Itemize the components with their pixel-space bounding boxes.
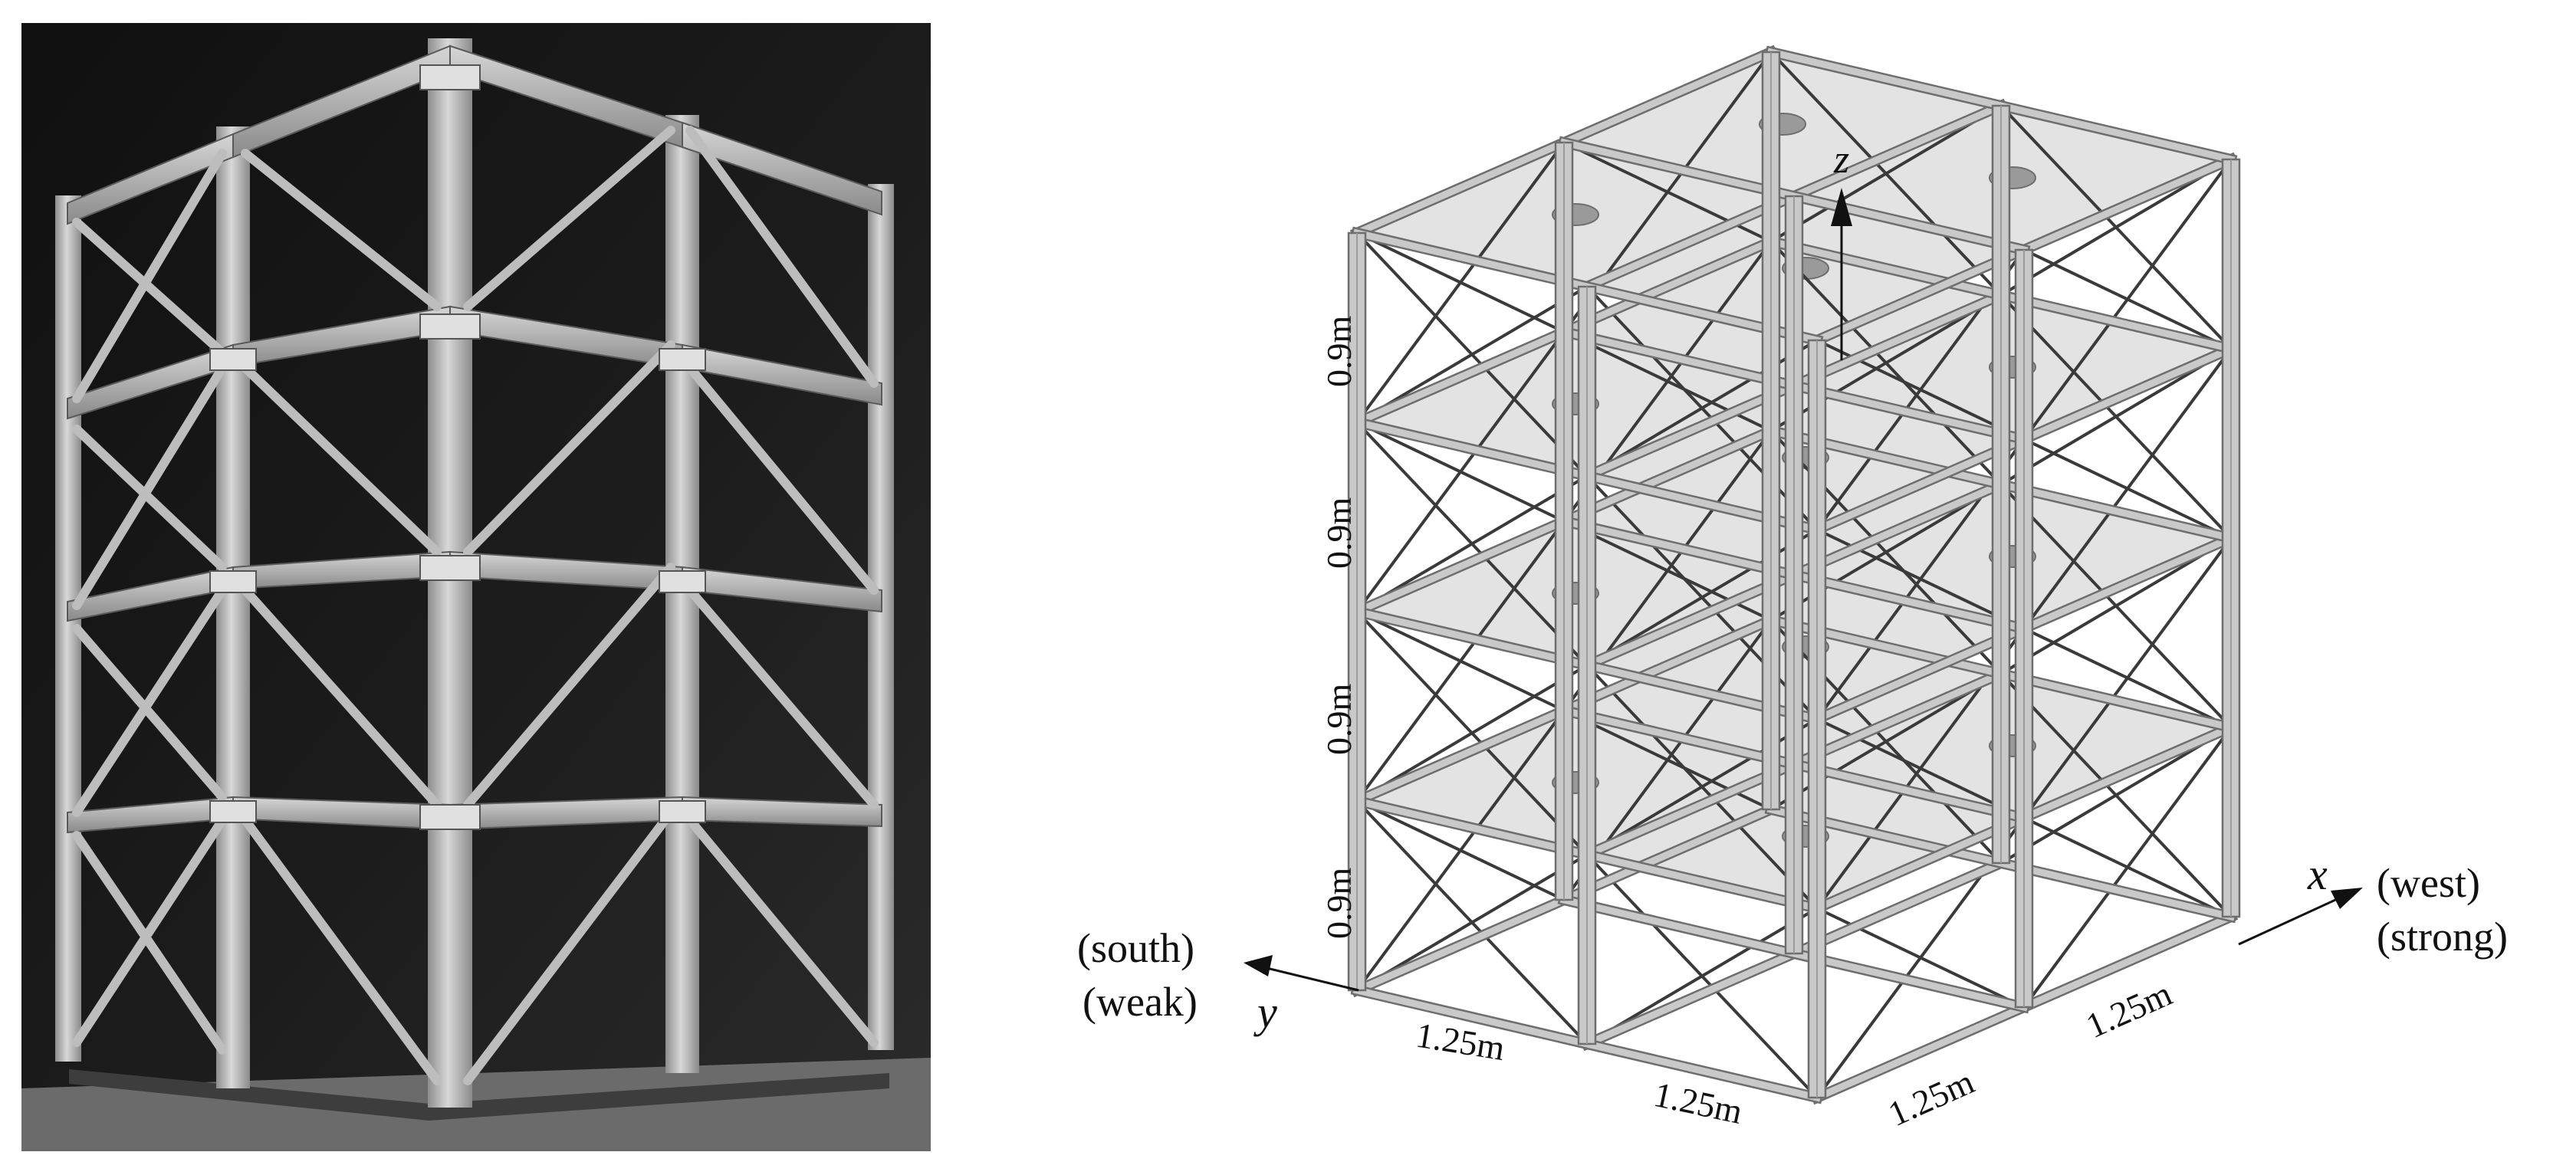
x-direction-label: (west)	[2377, 860, 2480, 906]
diagonal-brace	[2023, 248, 2232, 350]
photo-joints	[209, 64, 706, 830]
diagonal-brace	[1356, 421, 1565, 523]
y-axis-line	[1263, 966, 1359, 992]
bay-width-x-label-2: 1.25m	[2080, 973, 2177, 1045]
z-axis-label: z	[1833, 138, 1849, 182]
diagonal-brace	[2023, 627, 2232, 729]
y-direction-label: (south)	[1077, 925, 1194, 971]
x-axis-label: x	[2307, 849, 2328, 899]
diagonal-brace	[1356, 799, 1565, 901]
x-axis-line	[2238, 895, 2343, 946]
diagonal-brace	[2023, 816, 2232, 918]
story-height-label-3: 0.9m	[1319, 497, 1359, 569]
x-axis-arrowhead	[2331, 888, 2363, 909]
diagonal-brace	[1355, 231, 1589, 478]
floor-slabs	[1354, 51, 2234, 910]
diagonal-brace	[1769, 240, 2003, 486]
diagonal-brace	[1999, 483, 2233, 729]
column-members	[1347, 51, 2241, 1099]
story-height-label-2: 0.9m	[1319, 684, 1359, 756]
y-axis-arrowhead	[1244, 955, 1273, 976]
photo-front-columns	[55, 38, 894, 1108]
diagonal-brace	[1356, 610, 1565, 712]
diagonal-brace	[1999, 294, 2233, 540]
diagonal-brace	[1769, 51, 2003, 297]
diagonal-brace	[2023, 438, 2232, 540]
photo-bracing	[72, 126, 879, 1085]
z-axis-arrowhead	[1831, 188, 1852, 226]
bay-width-x-label-1: 1.25m	[1882, 1062, 1980, 1134]
photo-base-plate	[69, 1069, 889, 1121]
diagonal-brace	[1585, 664, 1819, 910]
diagonal-brace	[1355, 799, 1589, 1045]
diagonal-brace	[1999, 672, 2233, 918]
diagonal-brace	[1585, 853, 1819, 1099]
story-height-label-4: 0.9m	[1319, 316, 1359, 388]
diagonal-brace	[1816, 907, 2025, 1009]
frame-model-diagram: z x (west) (strong) y (south) (weak) 0.9…	[1077, 44, 2508, 1134]
braced-steel-frame-specimen-photo	[21, 23, 931, 1151]
story-height-label-1: 0.9m	[1319, 868, 1359, 940]
diagonal-brace	[1355, 610, 1589, 856]
y-strength-label: (weak)	[1083, 979, 1198, 1025]
y-axis-label: y	[1254, 987, 1277, 1037]
diagonal-brace	[1999, 104, 2233, 350]
diagonal-brace	[1355, 421, 1589, 667]
diagonal-brace	[1356, 231, 1565, 333]
photo-beams	[67, 44, 882, 834]
x-strength-label: (strong)	[2377, 914, 2508, 960]
